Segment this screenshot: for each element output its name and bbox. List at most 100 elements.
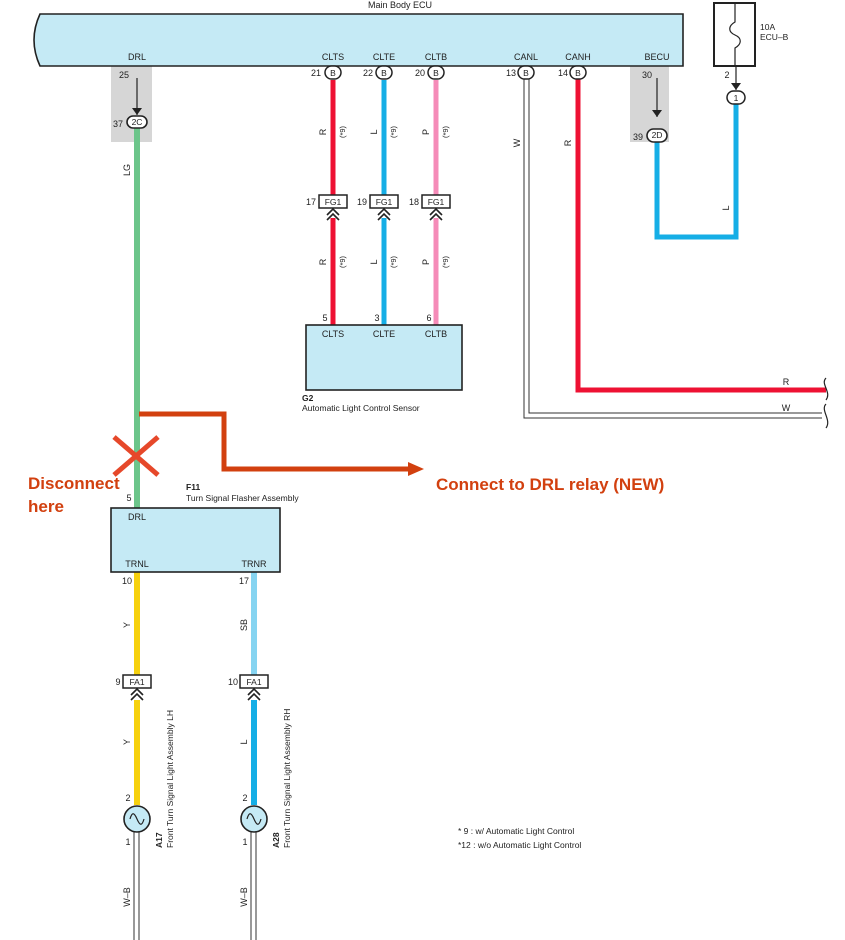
wire-becu <box>654 104 739 240</box>
wire-canh <box>575 79 826 393</box>
disconnect-x-icon <box>112 435 160 477</box>
fg1-connector-cltb: 18 FG1 <box>409 194 451 221</box>
fg1-label-clts: FG1 <box>325 197 342 207</box>
canh-connector-badge <box>569 65 587 80</box>
clts-pin-number: 21 <box>311 68 321 78</box>
fa1-connector-lh: 9 FA1 <box>115 674 152 701</box>
wire-canl <box>523 79 822 419</box>
wire-label-canl-out: W <box>782 403 791 413</box>
cltb-connector-label: B <box>433 68 439 78</box>
lamp-lh-icon <box>123 805 151 833</box>
lamp-rh-icon <box>240 805 268 833</box>
ecu-pin-cltb-label: CLTB <box>425 52 447 62</box>
flasher-trnr-pin: 17 <box>239 576 249 586</box>
clts-connector-label: B <box>330 68 336 78</box>
ecu-pin-canh-label: CANH <box>565 52 591 62</box>
wire-label-clte-upper: L <box>369 129 379 134</box>
flasher-name: Turn Signal Flasher Assembly <box>186 493 299 503</box>
wire-label-drl: LG <box>122 164 132 176</box>
cltb-connector-badge <box>427 65 445 80</box>
lamp-lh-code: A17 <box>154 832 164 848</box>
flasher-trnl-pin: 10 <box>122 576 132 586</box>
wire-label-canh: R <box>563 139 573 146</box>
drl-conn-pin: 37 <box>113 119 123 129</box>
break-symbol-2 <box>823 403 829 429</box>
becu-arrow-icon <box>652 110 662 117</box>
wire-note-clts-upper: (*9) <box>338 125 347 138</box>
wire-label-trnl-upper: Y <box>122 622 132 628</box>
ecu-pin-clte-label: CLTE <box>373 52 395 62</box>
fa1-connector-rh: 10 FA1 <box>228 674 269 701</box>
fuse-pin-number: 2 <box>724 70 729 80</box>
canh-connector-label: B <box>575 68 581 78</box>
becu-conn-pin: 39 <box>633 132 643 142</box>
wire-label-trnl-lower: Y <box>122 739 132 745</box>
note-1: * 9 : w/ Automatic Light Control <box>458 826 574 836</box>
wire-canl-inner <box>528 79 822 414</box>
lamp-rh-name: Front Turn Signal Light Assembly RH <box>282 709 292 848</box>
fuse-rating: 10A <box>760 22 775 32</box>
fa1-label-lh: FA1 <box>129 677 144 687</box>
canl-connector-label: B <box>523 68 529 78</box>
wire-note-cltb-lower: (*9) <box>441 255 450 268</box>
becu-connector-label: 2D <box>652 130 663 140</box>
flasher-trnr-label: TRNR <box>242 559 267 569</box>
drl-connector-label: 2C <box>132 117 143 127</box>
wire-label-clte-lower: L <box>369 259 379 264</box>
wire-label-cltb-lower: P <box>421 259 431 265</box>
ecu-pin-clts-label: CLTS <box>322 52 344 62</box>
clte-connector-label: B <box>381 68 387 78</box>
wire-label-trnr-upper: SB <box>239 619 249 631</box>
fg1-pin-cltb: 18 <box>409 197 419 207</box>
fuse-connector-label: 1 <box>734 93 739 103</box>
lamp-lh-name: Front Turn Signal Light Assembly LH <box>165 710 175 848</box>
break-symbol-1 <box>823 377 829 401</box>
connect-label: Connect to DRL relay (NEW) <box>436 475 664 494</box>
note-2: *12 : w/o Automatic Light Control <box>458 840 581 850</box>
wire-label-trnr-lower: L <box>239 739 249 744</box>
disconnect-label-line1: Disconnect <box>28 474 120 493</box>
canh-pin-number: 14 <box>558 68 568 78</box>
flasher-box <box>110 507 281 573</box>
fuse-arrow-icon <box>731 83 741 90</box>
fuse-symbol <box>729 3 741 66</box>
sensor-label-cltb: CLTB <box>425 329 447 339</box>
wire-label-becu: L <box>721 205 731 210</box>
wire-label-clts-upper: R <box>318 128 328 135</box>
canl-connector-badge <box>517 65 535 80</box>
fuse-connector-badge <box>726 90 746 105</box>
sensor-name: Automatic Light Control Sensor <box>302 403 420 413</box>
wire-label-canl: W <box>512 138 522 147</box>
flasher-drl-label: DRL <box>128 512 146 522</box>
ecu-pin-drl-label: DRL <box>128 52 146 62</box>
fa1-pin-right: 10 <box>228 677 238 687</box>
fg1-pin-clts: 17 <box>306 197 316 207</box>
sensor-code: G2 <box>302 393 314 403</box>
flasher-drl-pin: 5 <box>126 493 131 503</box>
ecu-pin-becu-label: BECU <box>644 52 669 62</box>
clte-connector-badge <box>375 65 393 80</box>
fg1-label-cltb: FG1 <box>428 197 445 207</box>
drl-connector-badge <box>126 115 148 129</box>
sensor-pin-clte: 3 <box>374 313 379 323</box>
wire-note-clts-lower: (*9) <box>338 255 347 268</box>
wire-note-clte-lower: (*9) <box>389 255 398 268</box>
fa1-pin-left: 9 <box>115 677 120 687</box>
wire-note-cltb-upper: (*9) <box>441 125 450 138</box>
clte-pin-number: 22 <box>363 68 373 78</box>
lamp-lh-pin-bottom: 1 <box>125 837 130 847</box>
fuse-name: ECU–B <box>760 32 789 42</box>
wire-label-canh-out: R <box>783 377 790 387</box>
drl-splice-bg <box>111 66 152 142</box>
wire-label-ground-rh: W–B <box>239 887 249 907</box>
fg1-connector-clts: 17 FG1 <box>306 194 348 221</box>
lamp-rh-pin-bottom: 1 <box>242 837 247 847</box>
becu-pin-number: 30 <box>642 70 652 80</box>
lamp-rh-pin-top: 2 <box>242 793 247 803</box>
fa1-label-rh: FA1 <box>246 677 261 687</box>
drl-arrow-icon <box>132 108 142 115</box>
lamp-rh-code: A28 <box>271 832 281 848</box>
wire-label-cltb-upper: P <box>421 129 431 135</box>
lamp-lh-pin-top: 2 <box>125 793 130 803</box>
